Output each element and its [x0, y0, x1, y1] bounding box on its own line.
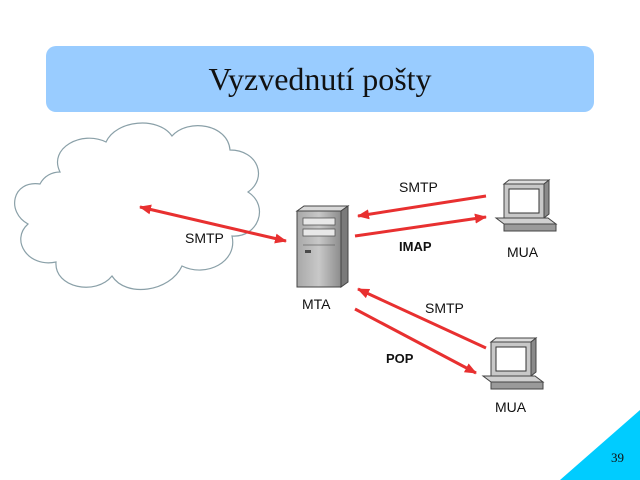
arrow-mua-to-mta-smtp-bottom [357, 287, 487, 350]
label-cloud-smtp: SMTP [185, 230, 224, 246]
slide-title: Vyzvednutí pošty [208, 60, 432, 97]
arrow-cloud-mta-smtp [139, 204, 287, 244]
label-mta: MTA [302, 296, 331, 312]
arrow-mua-to-mta-smtp [357, 194, 487, 220]
arrow-mta-to-mua-imap [354, 213, 487, 238]
mua-bottom-computer-icon [481, 336, 545, 390]
label-pop: POP [386, 351, 414, 366]
label-mua-bottom: MUA [495, 399, 527, 415]
internet-cloud [14, 122, 260, 291]
label-bottom-smtp: SMTP [425, 300, 464, 316]
label-top-smtp: SMTP [399, 179, 438, 195]
page-number: 39 [611, 450, 624, 465]
arrow-mta-to-mua-pop [354, 307, 477, 375]
title-banner: Vyzvednutí pošty [46, 46, 594, 112]
label-mua-top: MUA [507, 244, 539, 260]
mua-top-computer-icon [494, 178, 558, 232]
mta-server-icon [295, 205, 350, 288]
label-imap: IMAP [399, 239, 432, 254]
corner-decoration [560, 410, 640, 480]
